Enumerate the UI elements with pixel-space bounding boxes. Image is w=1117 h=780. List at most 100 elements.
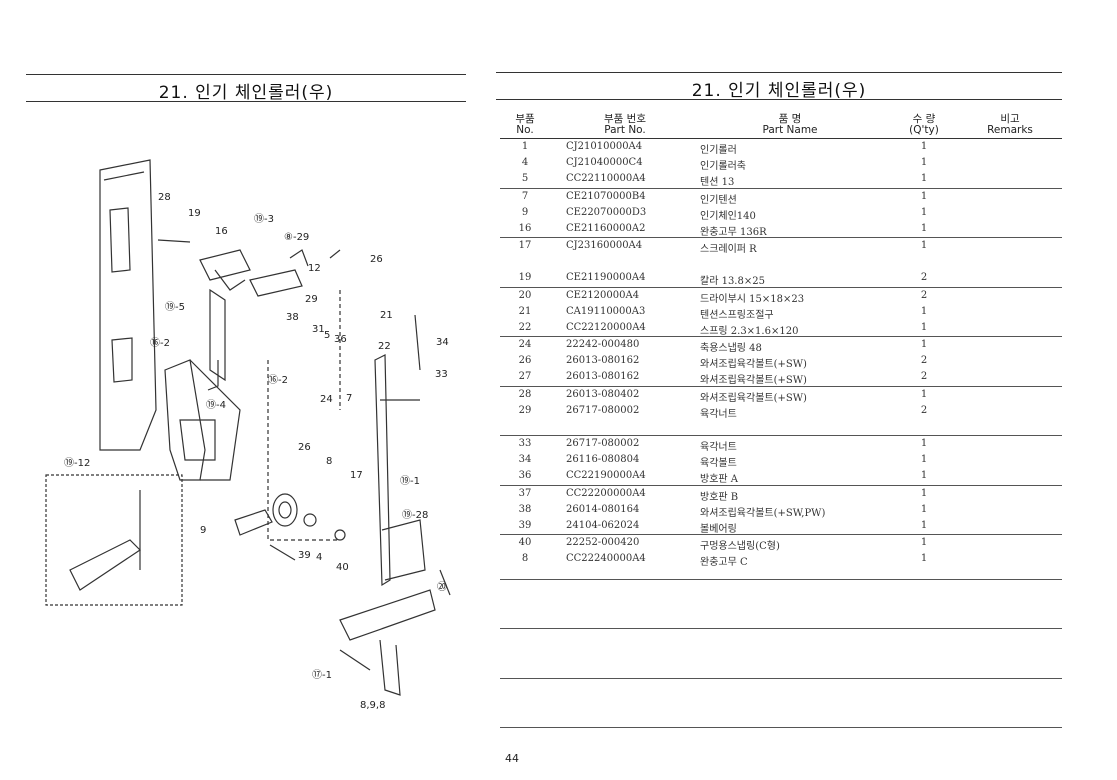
page-number: 44 [505, 752, 519, 765]
left-title-block: 21. 인기 체인롤러(우) [26, 74, 466, 103]
svg-text:39: 39 [298, 550, 311, 561]
svg-text:40: 40 [336, 562, 349, 573]
quantity: 1 [920, 305, 928, 317]
quantity: 1 [920, 157, 928, 169]
quantity: 1 [920, 503, 928, 515]
col-qty-en: (Q'ty) [909, 124, 939, 136]
part-no: 5 [521, 173, 529, 185]
col-remarks-ko: 비고 [1000, 113, 1020, 125]
part-name: 텐션스프링조절구 [700, 309, 774, 321]
quantity: 1 [920, 141, 928, 152]
part-no: 7 [521, 190, 529, 202]
table-header: 부품 No. 부품 번호 Part No. 품 명 Part Name 수 량 … [500, 114, 1062, 139]
svg-text:⑲-28: ⑲-28 [402, 509, 428, 521]
part-number: 26014-080164 [566, 503, 640, 515]
part-number: CC22200000A4 [566, 487, 646, 499]
svg-text:19: 19 [188, 208, 201, 219]
svg-text:⑲-4: ⑲-4 [206, 399, 226, 411]
part-number: CA19110000A3 [566, 305, 646, 317]
part-name: 육각너트 [700, 442, 737, 453]
right-title-block: 21. 인기 체인롤러(우) [496, 72, 1062, 101]
part-no: 17 [518, 240, 532, 252]
part-number: 22242-000480 [566, 339, 640, 351]
svg-text:16: 16 [215, 226, 228, 237]
part-name: 육각너트 [700, 408, 737, 420]
title-rule-top [26, 74, 466, 75]
quantity: 2 [920, 355, 928, 367]
svg-text:8: 8 [326, 456, 332, 467]
quantity: 1 [920, 388, 928, 400]
svg-text:⑯-2: ⑯-2 [150, 337, 170, 349]
table-divider [500, 628, 1062, 629]
part-no: 38 [518, 503, 532, 515]
part-no: 16 [518, 222, 532, 234]
part-no: 27 [518, 371, 532, 383]
part-number: CE21190000A4 [566, 272, 646, 284]
svg-text:⑲-5: ⑲-5 [165, 301, 185, 313]
part-number: 26116-080804 [566, 454, 640, 466]
part-name: 방호판 A [700, 474, 739, 486]
part-no: 40 [518, 537, 532, 549]
part-no: 28 [518, 388, 532, 400]
col-pn-en: Part No. [604, 124, 646, 136]
col-remarks-en: Remarks [987, 124, 1033, 136]
part-number: CJ23160000A4 [566, 240, 643, 252]
part-number: CC22110000A4 [566, 173, 646, 185]
part-number: CJ21010000A4 [566, 141, 643, 152]
part-number: 26013-080162 [566, 371, 640, 383]
quantity: 1 [920, 454, 928, 466]
part-no: 19 [518, 272, 532, 284]
part-name: 와셔조립육각볼트(+SW) [700, 359, 807, 371]
part-name: 와셔조립육각볼트(+SW,PW) [700, 507, 826, 519]
quantity: 2 [920, 272, 928, 284]
svg-text:7: 7 [346, 393, 352, 404]
part-number: 24104-062024 [566, 519, 640, 531]
svg-text:8,9,8: 8,9,8 [360, 700, 385, 711]
svg-text:⑧-29: ⑧-29 [284, 232, 309, 243]
part-name: 인기체인140 [700, 210, 756, 222]
part-number: 26013-080402 [566, 388, 640, 400]
col-name-en: Part Name [762, 124, 818, 136]
quantity: 1 [920, 206, 928, 218]
part-no: 4 [521, 157, 529, 169]
table-divider [500, 678, 1062, 679]
svg-text:38: 38 [286, 312, 299, 323]
part-no: 26 [518, 355, 532, 367]
svg-text:⑳: ⑳ [437, 581, 447, 593]
part-no: 29 [518, 404, 532, 416]
part-name: 스프링 2.3×1.6×120 [700, 325, 799, 337]
quantity: 1 [920, 553, 928, 565]
part-number: 26717-080002 [566, 404, 640, 416]
part-name: 칼라 13.8×25 [700, 276, 765, 288]
svg-text:5: 5 [324, 330, 330, 341]
part-name: 방호판 B [700, 491, 739, 503]
part-no: 24 [518, 339, 532, 351]
svg-text:12: 12 [308, 263, 321, 274]
part-number: 26013-080162 [566, 355, 640, 367]
part-number: 26717-080002 [566, 438, 640, 449]
part-number: CC22190000A4 [566, 470, 646, 482]
part-no: 36 [518, 470, 532, 482]
svg-text:29: 29 [305, 294, 318, 305]
svg-text:⑰-1: ⑰-1 [312, 669, 332, 681]
table-row: 19 CE21190000A4 칼라 13.8×25 2 [500, 270, 1062, 288]
table-divider [500, 579, 1062, 580]
svg-text:⑲-1: ⑲-1 [400, 475, 420, 487]
part-name: 볼베어링 [700, 523, 737, 535]
svg-text:21: 21 [380, 310, 393, 321]
table-row: 26 26013-080162 와셔조립육각볼트(+SW) 2 [500, 353, 1062, 371]
col-qty-ko: 수 량 [912, 113, 936, 125]
part-number: CE22070000D3 [566, 206, 647, 218]
table-divider [500, 727, 1062, 728]
